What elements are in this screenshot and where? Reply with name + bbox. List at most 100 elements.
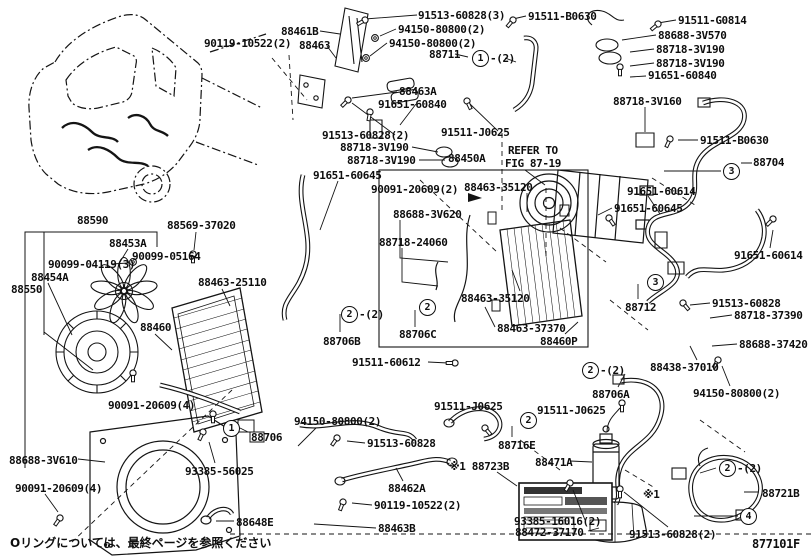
callout-suffix: -(2) <box>359 308 384 321</box>
callout-1: 1 <box>223 420 240 437</box>
part-label: 91651-60614 <box>627 185 696 198</box>
part-label: 93385-16016(2) <box>514 515 602 528</box>
part-label: 91651-60645 <box>614 202 683 215</box>
part-label: 88463-25110 <box>198 276 267 289</box>
callout-circle: 2 <box>520 412 537 429</box>
group-brackets <box>24 231 158 468</box>
part-label: 88550 <box>11 283 43 296</box>
callout-circle: 1 <box>223 420 240 437</box>
dashed-lines <box>71 54 811 543</box>
part-label: 88718-24060 <box>379 236 448 249</box>
truck-cab-drawing <box>28 14 267 203</box>
part-label: 88718-3V190 <box>656 57 725 70</box>
part-label: 88716E <box>498 439 536 452</box>
part-label: 88463-35120 <box>461 292 530 305</box>
part-label: 88718-37390 <box>734 309 803 322</box>
part-label: 88688-37420 <box>739 338 808 351</box>
part-label: 88712 <box>625 301 657 314</box>
callout-3: 3 <box>647 274 664 291</box>
part-label: 88460P <box>540 335 578 348</box>
callout-3: 3 <box>723 163 740 180</box>
callout-2: 2 <box>419 299 436 316</box>
part-label: 94150-80800(2) <box>389 37 477 50</box>
callout-circle: 4 <box>740 508 757 525</box>
part-label: 88460 <box>140 321 172 334</box>
part-label: 88688-3V610 <box>9 454 78 467</box>
part-label: 90119-10522(2) <box>204 37 292 50</box>
part-label: 88463B <box>378 522 416 535</box>
part-label: 91513-60828 <box>712 297 781 310</box>
part-label: 94150-80800(2) <box>693 387 781 400</box>
part-label: REFER TO <box>508 144 558 157</box>
fan-motor-drawing <box>55 310 139 394</box>
part-label: 88688-3V570 <box>658 29 727 42</box>
callout-4: 4 <box>740 508 757 525</box>
part-label: 90099-04119(3) <box>48 258 136 271</box>
part-label: 91651-60614 <box>734 249 803 262</box>
part-label: 91511-B0630 <box>700 134 769 147</box>
part-label: 88590 <box>77 214 109 227</box>
part-label: 93385-56025 <box>185 465 254 478</box>
part-label: 94150-80800(2) <box>398 23 486 36</box>
part-label: 88472-37170 <box>515 526 584 539</box>
part-label: 88461B <box>281 25 319 38</box>
part-label: 88706A <box>592 388 630 401</box>
part-label: 88453A <box>109 237 147 250</box>
wiring-harness-drawing <box>61 114 169 167</box>
part-label: 90091-20609(2) <box>371 183 459 196</box>
part-label: 88463 <box>299 39 331 52</box>
leader-lines <box>44 14 774 532</box>
part-label: 88450A <box>448 152 486 165</box>
callout-circle: 3 <box>723 163 740 180</box>
part-label: 91513-60828(2) <box>629 528 717 541</box>
hoses-drawing <box>159 35 767 523</box>
part-label: 88569-37020 <box>167 219 236 232</box>
part-label: 91511-B0630 <box>528 10 597 23</box>
part-label: 88706C <box>399 328 437 341</box>
fan-drawing <box>90 256 158 324</box>
part-label: 91651-60840 <box>378 98 447 111</box>
part-label: 91513-60828(2) <box>322 129 410 142</box>
figure-code: 877101F <box>752 537 800 551</box>
callout-circle: 3 <box>647 274 664 291</box>
part-label: FIG 87-19 <box>505 157 562 170</box>
callout-suffix: -(2) <box>600 364 625 377</box>
part-label: 90091-20609(4) <box>108 399 196 412</box>
part-label: 88648E <box>236 516 274 529</box>
assy-88450A-box <box>378 169 589 348</box>
part-label: 91511-J0625 <box>434 400 503 413</box>
part-label: 91651-60840 <box>648 69 717 82</box>
part-label: 88704 <box>753 156 785 169</box>
part-label: 88438-37010 <box>650 361 719 374</box>
callout-suffix: -(2) <box>737 462 762 475</box>
part-label: 90099-05164 <box>132 250 201 263</box>
part-label: 91513-60828(3) <box>418 9 506 22</box>
part-label: 88711 <box>429 48 461 61</box>
callout-circle: 2 <box>341 306 358 323</box>
callout-2: 2-(2) <box>341 306 384 323</box>
callout-circle: 2 <box>582 362 599 379</box>
part-label: 88718-3V160 <box>613 95 682 108</box>
callout-circle: 2 <box>719 460 736 477</box>
callout-2: 2 <box>520 412 537 429</box>
part-label: 91511-J0625 <box>537 404 606 417</box>
callout-suffix: -(2) <box>490 52 515 65</box>
spec-sticker <box>518 482 613 541</box>
callout-2: 2-(2) <box>582 362 625 379</box>
part-label: ※1 <box>643 488 660 501</box>
callout-circle: 1 <box>472 50 489 67</box>
part-label: ※1 88723B <box>449 460 510 473</box>
part-label: 88688-3V620 <box>393 208 462 221</box>
part-label: 91511-G0814 <box>678 14 747 27</box>
part-label: 88718-3V190 <box>340 141 409 154</box>
part-label: 88462A <box>388 482 426 495</box>
part-label: 88706B <box>323 335 361 348</box>
part-label: 88463-35120 <box>464 181 533 194</box>
oring-footnote: Oリングについては、最終ページを参照ください <box>10 536 272 550</box>
part-label: 91651-60645 <box>313 169 382 182</box>
part-label: 88463A <box>399 85 437 98</box>
part-label: 88718-3V190 <box>656 43 725 56</box>
part-label: 88471A <box>535 456 573 469</box>
